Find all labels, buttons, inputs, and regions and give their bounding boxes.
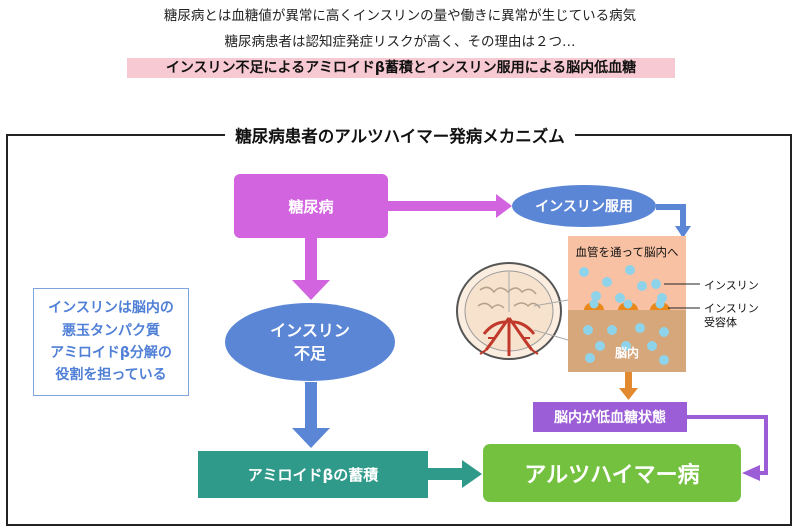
note-line: アミロイドβ分解の bbox=[50, 345, 172, 361]
zoom-lines bbox=[533, 299, 569, 341]
arrow-insulin-use-to-vessel bbox=[656, 204, 691, 238]
brain-illustration bbox=[456, 262, 562, 360]
insulin-note-box: インスリンは脳内の 悪玉タンパク質 アミロイドβ分解の 役割を担っている bbox=[33, 288, 189, 396]
alzheimer-box: アルツハイマー病 bbox=[483, 444, 741, 502]
legend-receptor-1: インスリン bbox=[704, 302, 759, 315]
arrow-head-to-alzheimer bbox=[742, 465, 760, 481]
arrow-amyloid-to-alzheimer bbox=[428, 460, 482, 488]
vessel-label: 血管を通って脳内へ bbox=[575, 245, 679, 259]
note-line: インスリンは脳内の bbox=[48, 300, 174, 317]
hypoglycemia-box: 脳内が低血糖状態 bbox=[533, 402, 687, 432]
note-line: 役割を担っている bbox=[55, 367, 167, 384]
brain-label: 脳内 bbox=[614, 346, 639, 360]
arrow-diabetes-to-insulin-lack bbox=[292, 238, 330, 300]
intro-highlight: インスリン不足によるアミロイドβ蓄積とインスリン服用による脳内低血糖 bbox=[127, 58, 675, 78]
arrow-brain-to-hypoglycemia bbox=[619, 372, 638, 400]
insulin-use-ellipse: インスリン服用 bbox=[512, 185, 656, 227]
arrow-hypoglycemia-to-alzheimer bbox=[687, 415, 768, 475]
arrow-insulin-lack-to-amyloid bbox=[292, 382, 330, 448]
legend-receptor-2: 受容体 bbox=[704, 316, 737, 329]
legend-insulin: インスリン bbox=[704, 279, 759, 292]
intro-line-1: 糖尿病とは血糖値が異常に高くインスリンの量や働きに異常が生じている病気 bbox=[163, 8, 637, 24]
arrow-diabetes-to-insulin-use bbox=[388, 194, 512, 218]
insulin-lack-line-2: 不足 bbox=[293, 344, 326, 363]
insulin-lack-ellipse: インスリン不足 bbox=[225, 303, 395, 381]
diagram-title: 糖尿病患者のアルツハイマー発病メカニズム bbox=[0, 123, 800, 147]
diabetes-box: 糖尿病 bbox=[234, 174, 388, 238]
amyloid-box: アミロイドβの蓄積 bbox=[198, 451, 428, 498]
note-line: 悪玉タンパク質 bbox=[62, 322, 160, 339]
insulin-lack-line-1: インスリン bbox=[270, 320, 350, 340]
intro-line-2: 糖尿病患者は認知症発症リスクが高く、その理由は２つ… bbox=[224, 34, 576, 50]
